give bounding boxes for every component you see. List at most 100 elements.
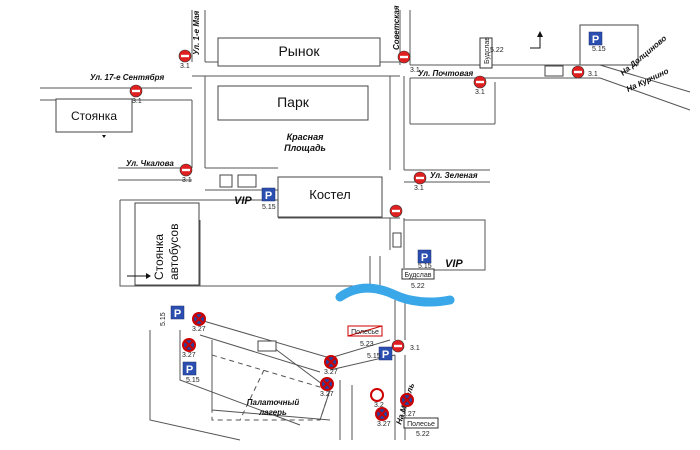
svg-text:5.23: 5.23 — [360, 341, 374, 348]
parking-arrow-icon — [102, 135, 106, 138]
church-label: Костел — [309, 187, 351, 202]
svg-text:5.22: 5.22 — [411, 283, 425, 290]
parking-sign-icon: P — [182, 361, 197, 376]
direction-arrowhead-icon — [537, 31, 543, 37]
no-stopping-icon — [320, 377, 334, 391]
vip-label-1: VIP — [234, 195, 252, 207]
svg-text:5.22: 5.22 — [416, 431, 430, 438]
svg-text:5.22: 5.22 — [490, 47, 504, 54]
svg-text:5.15: 5.15 — [367, 353, 381, 360]
no-entry-icon — [391, 339, 405, 353]
bus-parking-label-line1: Стоянка — [152, 234, 166, 280]
svg-text:3.27: 3.27 — [402, 411, 416, 418]
bus-parking-area — [134, 202, 200, 286]
place-sign-polesye-bottom: Полесье — [403, 417, 439, 429]
svg-text:3.1: 3.1 — [132, 98, 142, 105]
parking-label: Стоянка — [71, 109, 117, 123]
no-entry-icon — [413, 171, 427, 185]
tent-camp-label-line2: лагерь — [258, 408, 287, 417]
place-sign-budslav-mid: Будслав — [401, 268, 435, 280]
bus-parking-label-line2: автобусов — [167, 224, 181, 280]
bus-parking-arrowhead-icon — [146, 273, 151, 279]
bus-icon-building — [257, 340, 277, 352]
street-label-zelenaya: Ул. Зеленая — [430, 171, 478, 180]
no-entry-icon — [179, 163, 193, 177]
square-label-line1: Красная — [287, 132, 324, 142]
svg-text:P: P — [592, 34, 599, 46]
small-building — [392, 232, 402, 248]
sign-code-labels: 3.1 3.1 3.1 3.1 3.1 3.1 3.1 3.1 5.22 5.1… — [132, 46, 606, 438]
parking-sign-icon: P — [170, 305, 185, 320]
parking-sign-icon: P — [378, 346, 393, 361]
parking-sign-icon: P — [417, 249, 432, 264]
svg-text:3.1: 3.1 — [182, 177, 192, 184]
svg-text:Будслав: Будслав — [484, 37, 491, 64]
svg-text:3.1: 3.1 — [180, 63, 190, 70]
svg-text:5.15: 5.15 — [262, 204, 276, 211]
svg-text:Полесье: Полесье — [351, 329, 379, 336]
tent-camp-divider — [239, 369, 265, 421]
tent-camp-area — [211, 354, 331, 421]
market-building — [217, 37, 381, 67]
svg-text:5.15: 5.15 — [418, 263, 432, 270]
small-building — [237, 174, 257, 188]
svg-text:3.27: 3.27 — [192, 326, 206, 333]
svg-text:3.27: 3.27 — [377, 421, 391, 428]
parking-sign-icon: P — [261, 187, 276, 202]
svg-text:Полесье: Полесье — [407, 421, 435, 428]
svg-text:P: P — [186, 364, 193, 376]
park-area — [217, 85, 369, 121]
svg-text:3.27: 3.27 — [182, 352, 196, 359]
river — [335, 283, 455, 307]
street-label-sovetskaya: Советская — [392, 5, 401, 50]
street-label-sept17: Ул. 17-е Сентября — [90, 73, 164, 82]
svg-text:5.15: 5.15 — [186, 377, 200, 384]
direction-arrow-icon — [530, 36, 541, 49]
svg-text:5.15: 5.15 — [160, 312, 167, 326]
vip-parking-east — [579, 24, 639, 66]
svg-text:Будслав: Будслав — [405, 272, 432, 279]
no-stopping-icon — [375, 407, 389, 421]
vip-label-2: VIP — [445, 258, 463, 270]
svg-text:3.27: 3.27 — [320, 391, 334, 398]
svg-text:P: P — [265, 190, 272, 202]
square-label-line2: Площадь — [284, 143, 326, 153]
no-stopping-icon — [192, 312, 206, 326]
svg-text:5.15: 5.15 — [592, 46, 606, 53]
svg-text:P: P — [421, 252, 428, 264]
tent-camp-label-line1: Палаточный — [247, 398, 300, 407]
no-entry-icon — [473, 75, 487, 89]
no-entry-icon — [129, 84, 143, 98]
place-sign-polesye-mid: Полесье — [347, 325, 383, 337]
no-stopping-icon — [324, 355, 338, 369]
no-entry-icon — [571, 65, 585, 79]
market-label: Рынок — [278, 43, 320, 59]
svg-text:3.1: 3.1 — [475, 89, 485, 96]
svg-text:3.1: 3.1 — [410, 67, 420, 74]
no-entry-icon — [389, 204, 403, 218]
small-building — [219, 174, 233, 188]
svg-text:P: P — [174, 308, 181, 320]
svg-text:3.1: 3.1 — [410, 345, 420, 352]
parking-lot-area — [55, 98, 133, 133]
no-stopping-icon — [182, 338, 196, 352]
street-label-may1: Ул. 1-е Мая — [192, 10, 201, 55]
street-label-pochtovaya: Ул. Почтовая — [418, 69, 474, 78]
park-label: Парк — [277, 94, 310, 110]
no-entry-icon — [178, 49, 192, 63]
svg-text:3.1: 3.1 — [414, 185, 424, 192]
svg-text:3.27: 3.27 — [324, 369, 338, 376]
parking-sign-icon: P — [588, 31, 603, 46]
street-label-chkalova: Ул. Чкалова — [126, 159, 174, 168]
svg-text:3.1: 3.1 — [588, 71, 598, 78]
no-vehicles-icon — [370, 388, 384, 402]
no-entry-icon — [397, 50, 411, 64]
vehicle-icon — [544, 65, 564, 77]
svg-text:P: P — [382, 349, 389, 361]
no-stopping-icon — [400, 393, 414, 407]
place-sign-budslav-top: Будслав — [479, 37, 493, 69]
church-building — [277, 176, 383, 218]
svg-text:3.2: 3.2 — [374, 402, 384, 409]
